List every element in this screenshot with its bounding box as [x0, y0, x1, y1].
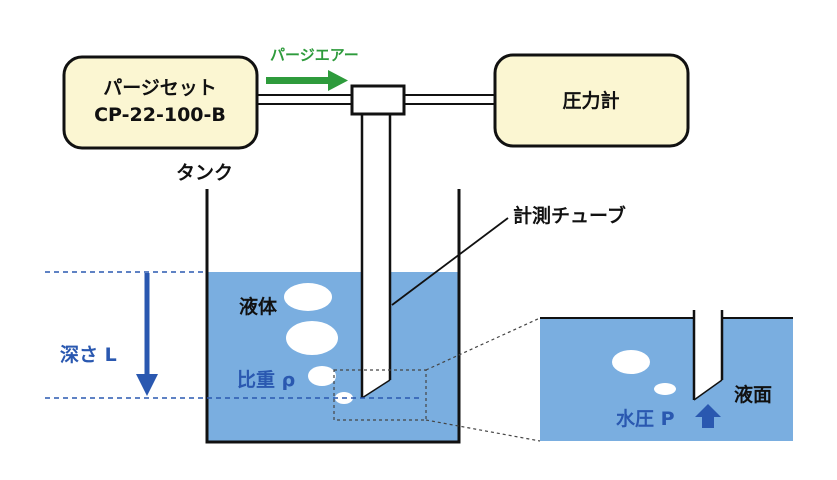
tube-junction — [350, 84, 406, 116]
inset-bubble-small — [654, 383, 676, 395]
liquid-surface-label: 液面 — [734, 383, 772, 406]
measuring-tube — [360, 114, 392, 399]
pressure-gauge-label: 圧力計 — [562, 89, 619, 112]
zoom-connector-lines — [425, 317, 541, 442]
purge-air-arrow — [266, 70, 348, 91]
water-pressure-label: 水圧 P — [616, 408, 675, 430]
purge-air-label: パージエアー — [270, 46, 359, 64]
zoom-inset — [540, 310, 793, 441]
air-bubbles — [284, 283, 353, 404]
specific-gravity-label: 比重 ρ — [237, 369, 295, 391]
tank-liquid — [207, 272, 459, 442]
pressure-gauge-box: 圧力計 — [493, 53, 690, 148]
zoom-region-box — [333, 369, 427, 421]
measuring-tube-label: 計測チューブ — [513, 204, 626, 227]
liquid-label: 液体 — [239, 295, 278, 318]
tank — [205, 189, 461, 444]
measuring-tube-callout-line — [391, 217, 509, 306]
purge-set-box: パージセット CP-22-100-B — [62, 55, 259, 150]
purge-set-label-line1: パージセット — [103, 77, 217, 99]
level-dashed-lines — [45, 271, 420, 399]
depth-label: 深さ L — [60, 343, 117, 366]
depth-arrow — [136, 273, 158, 396]
air-pipe — [257, 94, 495, 105]
inset-bubble-large — [612, 350, 650, 374]
purge-set-label-line2: CP-22-100-B — [94, 104, 226, 126]
tank-label: タンク — [176, 162, 233, 184]
water-pressure-arrow — [695, 404, 721, 428]
